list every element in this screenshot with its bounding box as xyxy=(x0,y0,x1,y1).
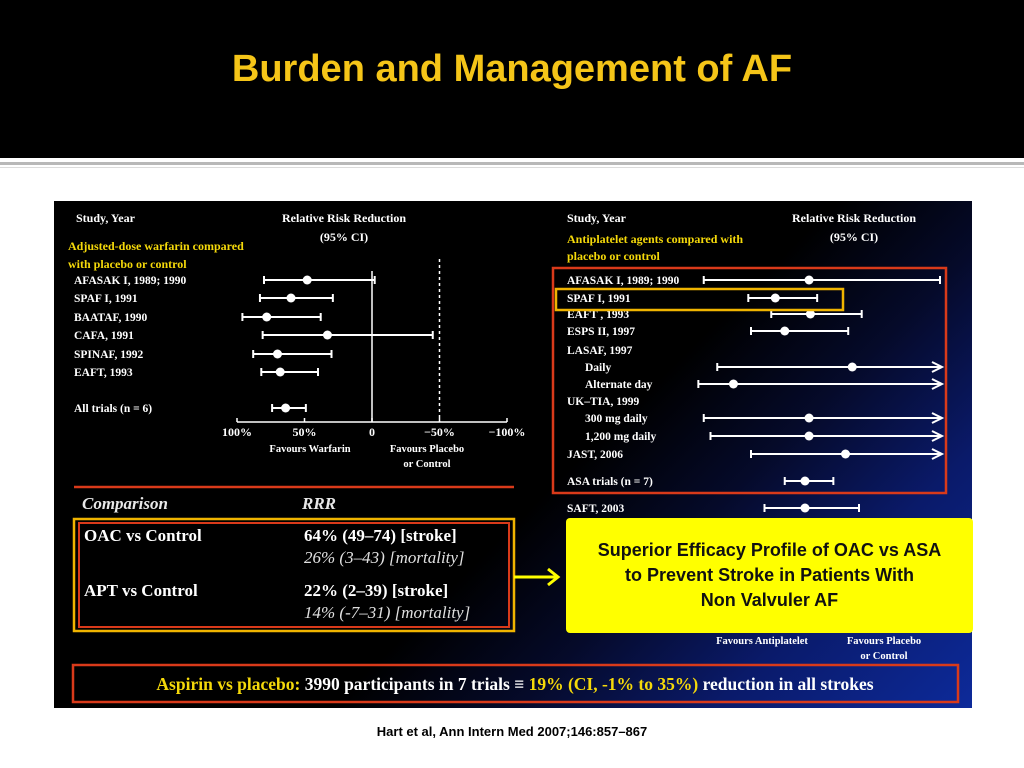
right-subgroup-label: 1,200 mg daily xyxy=(585,431,656,443)
left-x-tick-label: −100% xyxy=(489,425,526,439)
right-favours-left: Favours Antiplatelet xyxy=(716,636,808,647)
right-point-estimate xyxy=(804,431,814,441)
right-point-estimate xyxy=(800,503,810,513)
right-ci-arrow xyxy=(931,378,945,390)
right-subgroup-label: Alternate day xyxy=(585,379,653,391)
banner-result: 19% (CI, -1% to 35%) xyxy=(529,674,699,694)
table-yellow-frame xyxy=(72,517,516,633)
title-band: Burden and Management of AF xyxy=(0,0,1024,158)
left-study-label: AFASAK I, 1989; 1990 xyxy=(74,275,186,287)
left-favours-right: Favours Placebo xyxy=(390,444,464,455)
left-header-ci: (95% CI) xyxy=(320,230,368,244)
right-point-estimate xyxy=(841,449,850,459)
left-x-tick-label: 0 xyxy=(369,425,375,439)
left-point-estimate xyxy=(281,403,291,413)
right-ci-arrow xyxy=(931,448,945,460)
table-rrr-mortality: 26% (3–43) [mortality] xyxy=(304,548,465,567)
left-study-label: BAATAF, 1990 xyxy=(74,312,148,324)
left-x-tick-label: −50% xyxy=(424,425,455,439)
right-study-label: SPAF I, 1991 xyxy=(567,293,631,305)
table-header-rrr: RRR xyxy=(301,494,336,513)
right-favours-right: Favours Placebo xyxy=(847,636,921,647)
left-group-label: Adjusted-dose warfarin compared xyxy=(68,239,244,253)
divider-line-thin xyxy=(0,167,1024,168)
right-study-label: EAFT , 1993 xyxy=(567,309,629,321)
table-header-comparison: Comparison xyxy=(82,494,168,513)
left-header-rrr: Relative Risk Reduction xyxy=(282,211,406,225)
right-subgroup-label: Daily xyxy=(585,362,611,374)
right-point-estimate xyxy=(770,293,780,303)
right-point-estimate xyxy=(805,309,815,319)
left-header-study: Study, Year xyxy=(76,211,136,225)
citation: Hart et al, Ann Intern Med 2007;146:857–… xyxy=(376,724,648,739)
left-point-estimate xyxy=(286,293,296,303)
table-rrr-mortality: 14% (-7–31) [mortality] xyxy=(304,603,470,622)
right-study-label: ASA trials (n = 7) xyxy=(567,476,653,488)
divider-line xyxy=(0,162,1024,165)
left-point-estimate xyxy=(322,330,332,340)
left-group-label-2: with placebo or control xyxy=(68,257,187,271)
right-point-estimate xyxy=(804,413,814,423)
right-study-label: SAFT, 2003 xyxy=(567,503,625,515)
right-study-label: AFASAK I, 1989; 1990 xyxy=(567,275,679,287)
left-point-estimate xyxy=(273,349,282,359)
right-ci-arrow xyxy=(931,412,945,424)
left-x-tick-label: 100% xyxy=(222,425,252,439)
efficacy-callout: Superior Efficacy Profile of OAC vs ASA … xyxy=(566,518,973,633)
right-study-label: LASAF, 1997 xyxy=(567,345,633,357)
right-group-label: Antiplatelet agents compared with xyxy=(567,232,743,246)
right-point-estimate xyxy=(847,362,857,372)
left-study-label: All trials (n = 6) xyxy=(74,403,152,415)
slide-title: Burden and Management of AF xyxy=(231,48,793,90)
right-study-label: UK–TIA, 1999 xyxy=(567,396,639,408)
left-point-estimate xyxy=(302,275,312,285)
right-point-estimate xyxy=(728,379,738,389)
banner-tail: reduction in all strokes xyxy=(698,674,874,694)
right-point-estimate xyxy=(780,326,790,336)
left-favours-right-2: or Control xyxy=(403,459,450,470)
right-point-estimate xyxy=(800,476,810,486)
right-trials-box xyxy=(551,266,948,495)
left-point-estimate xyxy=(275,367,285,377)
banner-lead: Aspirin vs placebo: xyxy=(156,674,300,694)
right-favours-right-2: or Control xyxy=(860,651,907,662)
banner-middle: 3990 participants in 7 trials ≡ xyxy=(300,674,528,694)
right-header-rrr: Relative Risk Reduction xyxy=(792,211,916,225)
left-study-label: CAFA, 1991 xyxy=(74,330,134,342)
left-study-label: SPINAF, 1992 xyxy=(74,349,143,361)
table-red-frame xyxy=(78,522,510,628)
aspirin-banner-frame xyxy=(71,663,960,704)
table-rrr-stroke: 22% (2–39) [stroke] xyxy=(304,581,448,600)
right-header-study: Study, Year xyxy=(567,211,627,225)
right-subgroup-label: 300 mg daily xyxy=(585,413,648,425)
table-comparison: APT vs Control xyxy=(84,581,198,600)
table-comparison: OAC vs Control xyxy=(84,526,202,545)
right-point-estimate xyxy=(804,275,814,285)
left-study-label: EAFT, 1993 xyxy=(74,367,133,379)
left-favours-left: Favours Warfarin xyxy=(269,444,350,455)
forest-plot-figure: Study, Year Relative Risk Reduction (95% C… xyxy=(54,201,972,708)
right-ci-arrow xyxy=(931,361,945,373)
aspirin-banner-text: Aspirin vs placebo: 3990 participants in… xyxy=(156,674,873,694)
left-point-estimate xyxy=(262,312,272,322)
callout-text: Superior Efficacy Profile of OAC vs ASA … xyxy=(597,540,942,610)
right-spaf-highlight xyxy=(554,287,845,312)
right-study-label: ESPS II, 1997 xyxy=(567,326,635,338)
table-rrr-stroke: 64% (49–74) [stroke] xyxy=(304,526,457,545)
left-x-tick-label: 50% xyxy=(293,425,317,439)
left-study-label: SPAF I, 1991 xyxy=(74,293,138,305)
right-ci-arrow xyxy=(931,430,945,442)
callout-arrowhead xyxy=(547,567,561,587)
right-header-ci: (95% CI) xyxy=(830,230,878,244)
right-group-label-2: placebo or control xyxy=(567,249,661,263)
right-study-label: JAST, 2006 xyxy=(567,449,623,461)
forest-plot-svg: Study, Year Relative Risk Reduction (95% C… xyxy=(68,211,960,704)
